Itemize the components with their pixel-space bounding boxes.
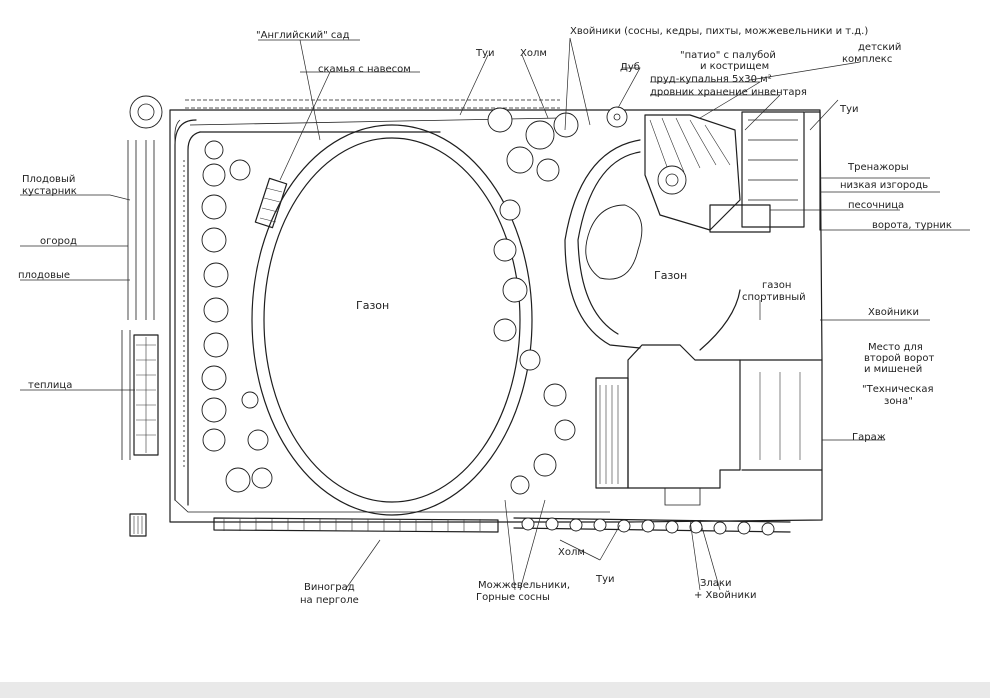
label-fruit-shrub-2: кустарник	[22, 186, 77, 197]
label-thujas-right: Туи	[840, 104, 859, 115]
label-lawn-left: Газон	[356, 299, 390, 312]
label-english-garden: "Английский" сад	[256, 30, 350, 41]
label-hill-bottom: Холм	[558, 547, 585, 558]
small-tree-topleft	[129, 95, 163, 129]
label-vegetable: огород	[40, 236, 77, 247]
label-thujas-bottom: Туи	[596, 574, 615, 585]
tree-cluster-center	[241, 107, 579, 495]
hedge-top	[185, 99, 560, 109]
children-complex	[741, 111, 821, 231]
grape-pergola	[213, 517, 499, 533]
central-bush	[585, 204, 643, 280]
fruit-shrub-rows	[121, 140, 155, 460]
label-lawn-right: Газон	[654, 269, 688, 282]
site-boundary	[169, 109, 823, 523]
hedge-bottom-right	[513, 517, 791, 536]
greenhouse-structure	[133, 334, 159, 456]
label-conifers-full: Хвойники (сосны, кедры, пихты, можжевель…	[570, 26, 869, 37]
label-garage: Гараж	[852, 432, 886, 443]
label-patio-2: и кострищем	[700, 61, 770, 72]
label-grape-1: Виноград	[304, 582, 355, 593]
label-grasses-1: Злаки	[700, 578, 732, 589]
oak-tree	[606, 106, 628, 128]
label-grape-2: на перголе	[300, 595, 359, 606]
label-fruit-trees: плодовые	[18, 270, 71, 281]
label-sandbox: песочница	[848, 200, 905, 211]
label-fruit-shrub-1: Плодовый	[22, 174, 76, 185]
label-lawn-sport-1: газон	[762, 280, 792, 291]
label-junipers-2: Горные сосны	[476, 592, 550, 603]
patio-deck	[644, 114, 741, 231]
tree-column-left	[183, 140, 273, 493]
label-children-2: комплекс	[842, 54, 893, 65]
garden-path-left	[174, 119, 441, 506]
label-grasses-2: + Хвойники	[694, 590, 757, 601]
label-leaders	[20, 37, 970, 591]
label-oak: Дуб	[620, 62, 640, 73]
label-tech-2: зона"	[884, 396, 913, 407]
label-greenhouse: теплица	[28, 380, 73, 391]
label-tech-1: "Техническая	[862, 384, 934, 395]
label-lawn-sport-2: спортивный	[742, 292, 806, 303]
label-junipers-1: Можжевельники,	[478, 580, 571, 591]
lawn-oval-right	[564, 139, 741, 351]
label-thujas-top: Туи	[476, 48, 495, 59]
label-patio-1: "патио" с палубой	[680, 50, 776, 61]
label-low-hedge: низкая изгородь	[840, 180, 929, 191]
label-bench-canopy: скамья с навесом	[318, 64, 411, 75]
label-pool: пруд-купальня 5x30 м²	[650, 74, 772, 85]
sandbox-area	[709, 204, 771, 233]
small-box-bottomleft	[129, 513, 147, 537]
label-parking-1: Место для	[868, 342, 923, 353]
label-children-1: детский	[858, 42, 902, 53]
label-parking-3: и мишеней	[864, 364, 923, 375]
label-storage: дровник хранение инвентаря	[650, 87, 807, 98]
house	[595, 344, 823, 506]
label-hill-top: Холм	[520, 48, 547, 59]
label-gates-bar: ворота, турник	[872, 220, 952, 231]
lawn-oval-left	[251, 124, 533, 516]
label-conifers-right: Хвойники	[868, 307, 919, 318]
label-trainers: Тренажоры	[848, 162, 909, 173]
label-parking-2: второй ворот	[864, 353, 935, 364]
bench-canopy	[254, 177, 288, 229]
scan-bottom-edge	[0, 682, 990, 698]
